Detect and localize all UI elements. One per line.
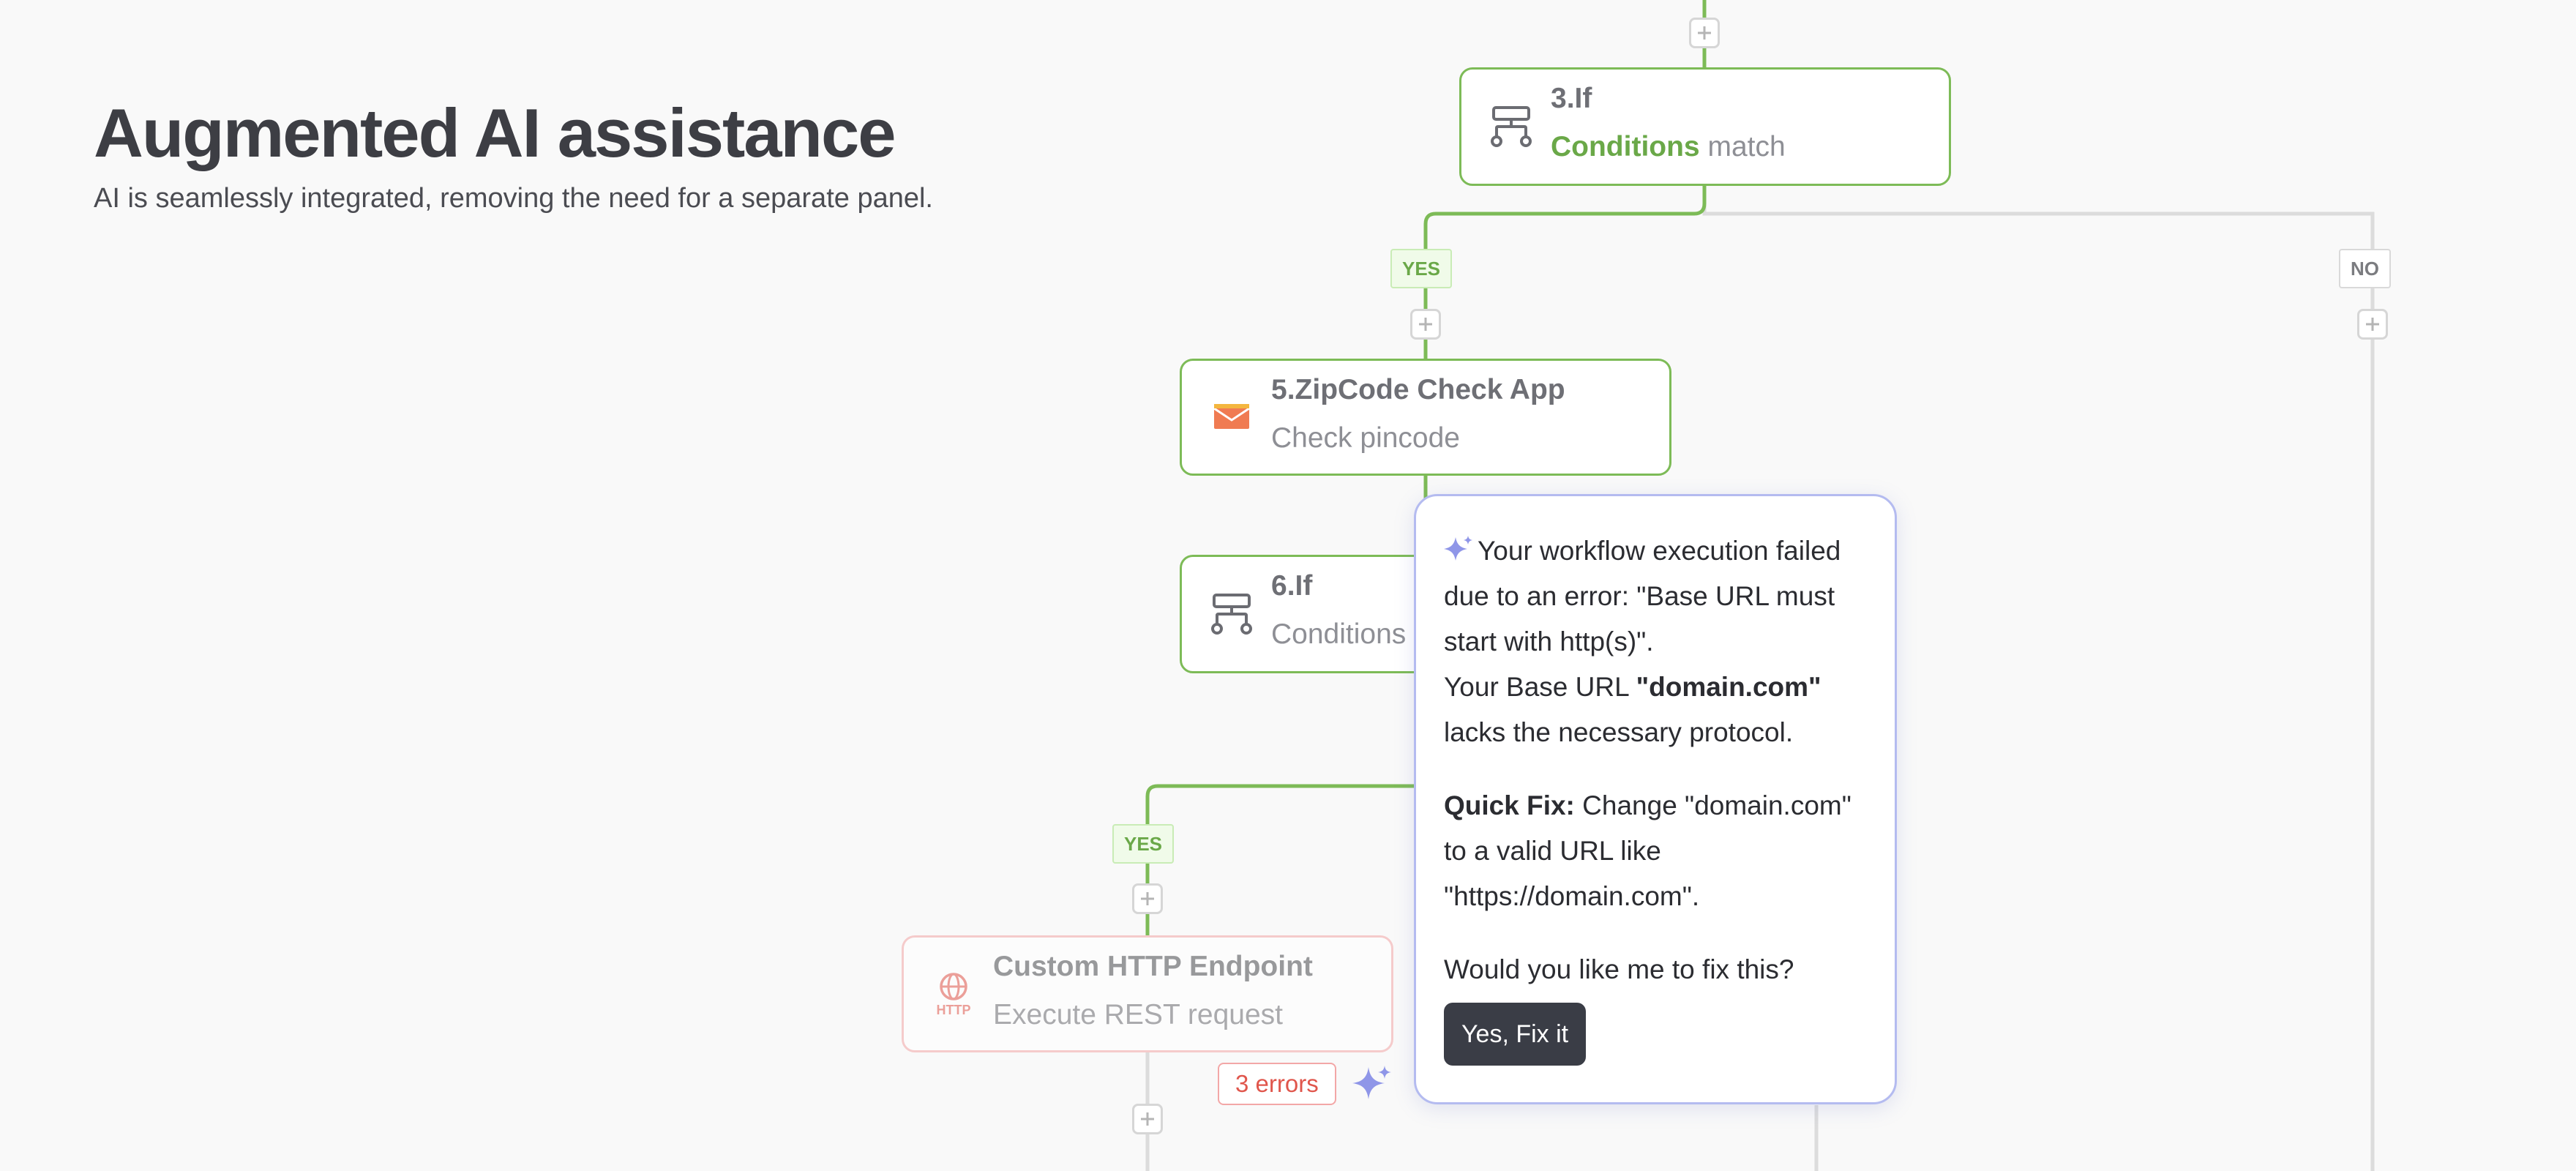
yes-fix-it-button[interactable]: Yes, Fix it	[1444, 1003, 1587, 1066]
add-step-button-bottom[interactable]	[1132, 1104, 1163, 1134]
quick-fix-label: Quick Fix:	[1444, 790, 1575, 820]
yes-branch-line-1	[1423, 186, 1707, 359]
node-if-3[interactable]: 3.If Conditions match	[1459, 67, 1951, 186]
errors-badge[interactable]: 3 errors	[1218, 1063, 1336, 1105]
page-subtitle: AI is seamlessly integrated, removing th…	[94, 183, 933, 214]
page-title: Augmented AI assistance	[94, 94, 896, 171]
node-title: 6.If	[1271, 570, 1313, 602]
node-zipcode-check[interactable]: 5.ZipCode Check App Check pincode	[1180, 359, 1671, 476]
node-subtitle: Check pincode	[1271, 422, 1460, 454]
branch-icon	[1211, 594, 1252, 635]
add-step-button-yes-1[interactable]	[1410, 309, 1441, 340]
envelope-icon	[1213, 404, 1250, 429]
node-custom-http-endpoint[interactable]: HTTP Custom HTTP Endpoint Execute REST r…	[902, 935, 1393, 1052]
yes-branch-label-2: YES	[1112, 824, 1175, 864]
node-title: 5.ZipCode Check App	[1271, 374, 1565, 405]
popup-intro-text: Your workflow execution failed due to an…	[1444, 536, 1841, 656]
ai-sparkle-icon[interactable]	[1352, 1064, 1392, 1104]
base-url-value: "domain.com"	[1636, 672, 1821, 702]
yes-branch-label-1: YES	[1390, 249, 1453, 288]
popup-question: Would you like me to fix this?	[1444, 954, 1794, 984]
node-title: Custom HTTP Endpoint	[993, 951, 1313, 982]
http-globe-icon: HTTP	[937, 973, 971, 1017]
svg-text:HTTP: HTTP	[937, 1003, 971, 1017]
branch-icon	[1491, 106, 1532, 147]
popup-base-url: Your Base URL "domain.com" lacks the nec…	[1444, 672, 1821, 747]
add-step-button-yes-2[interactable]	[1132, 883, 1163, 914]
popup-quick-fix: Quick Fix: Change "domain.com" to a vali…	[1444, 790, 1852, 911]
popup-intro: Your workflow execution failed due to an…	[1444, 528, 1865, 665]
add-step-button-top[interactable]	[1689, 18, 1720, 48]
sparkle-icon	[1444, 536, 1472, 561]
no-branch-label: NO	[2339, 249, 2391, 288]
ai-assistant-popup: Your workflow execution failed due to an…	[1414, 494, 1897, 1104]
add-step-button-no[interactable]	[2357, 309, 2388, 340]
node-subtitle: Conditions match	[1551, 131, 1786, 162]
node-title: 3.If	[1551, 83, 1592, 114]
yes-branch-line-2	[1145, 784, 1414, 935]
node-subtitle: Execute REST request	[993, 999, 1283, 1030]
